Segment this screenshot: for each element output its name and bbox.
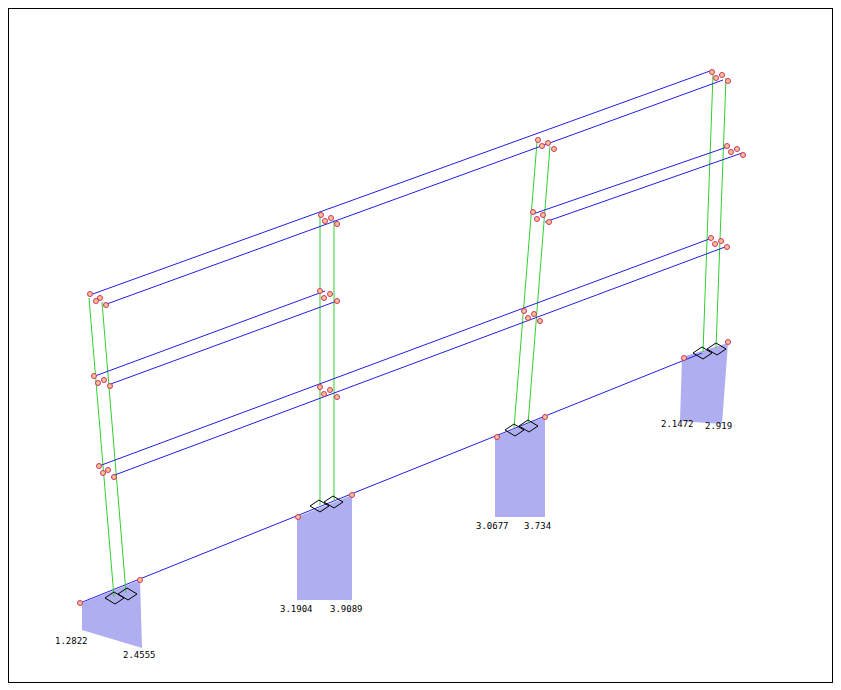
pressure-value: 3.9089 xyxy=(330,605,363,614)
joint-node xyxy=(78,70,746,606)
pressure-value: 2.1472 xyxy=(661,420,694,429)
pressure-value: 1.2822 xyxy=(55,637,88,646)
pressure-value: 3.0677 xyxy=(476,522,509,531)
pressure-value: 3.734 xyxy=(524,522,551,531)
beams xyxy=(90,71,742,476)
columns xyxy=(89,74,726,597)
soil-pressure xyxy=(82,343,728,648)
pressure-value: 2.4555 xyxy=(123,651,156,660)
grade-beam xyxy=(80,353,702,603)
border xyxy=(9,9,833,683)
footing-symbol xyxy=(105,343,726,604)
pressure-value: 3.1904 xyxy=(280,605,313,614)
pressure-value: 2.919 xyxy=(705,422,732,431)
